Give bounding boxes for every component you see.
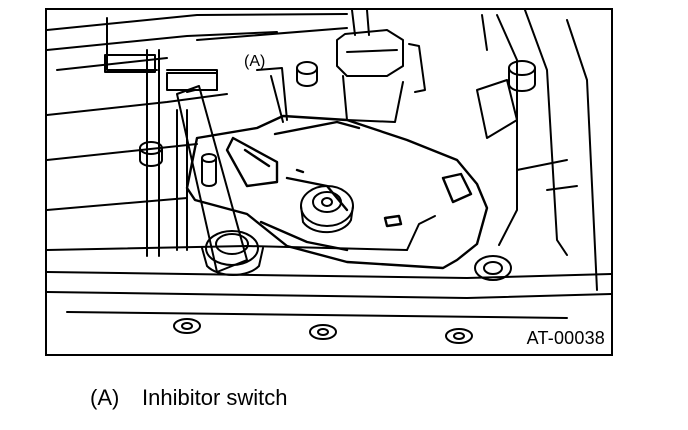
callout-label-a: (A)	[244, 53, 266, 70]
bottom-bolts	[173, 318, 473, 344]
figure-code: AT-00038	[526, 328, 605, 348]
stud-bolt	[296, 60, 536, 92]
manual-lever	[176, 85, 264, 277]
inhibitor-switch-illustration	[47, 10, 611, 344]
legend-key: (A)	[90, 385, 120, 410]
callout-leader-line	[270, 75, 284, 123]
right-bolt	[474, 255, 512, 281]
legend-text: Inhibitor switch	[142, 385, 288, 410]
figure-frame: (A) AT-00038	[45, 8, 613, 356]
inhibitor-switch-body	[185, 114, 489, 270]
transmission-housing	[47, 10, 611, 319]
legend-item: (A) Inhibitor switch	[90, 385, 288, 411]
lever-post	[201, 153, 217, 187]
harness-connector	[336, 10, 426, 123]
switch-pivot	[300, 185, 354, 234]
left-bolt	[139, 141, 163, 167]
